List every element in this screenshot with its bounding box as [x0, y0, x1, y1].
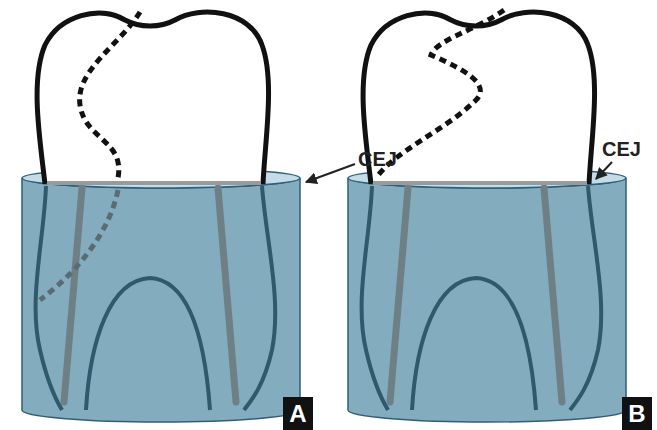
panel-a: [22, 12, 355, 422]
fracture-line: [80, 12, 140, 178]
cej-label: CEJ: [602, 138, 641, 160]
panel-b: [348, 10, 626, 422]
panel-letter: A: [283, 397, 313, 430]
panel-letter: B: [622, 397, 652, 430]
cej-label: CEJ: [358, 148, 397, 170]
leader-line: [596, 162, 612, 179]
panel-letter-text: A: [289, 402, 306, 426]
panel-letter-text: B: [628, 402, 645, 426]
fracture-line: [40, 190, 118, 300]
